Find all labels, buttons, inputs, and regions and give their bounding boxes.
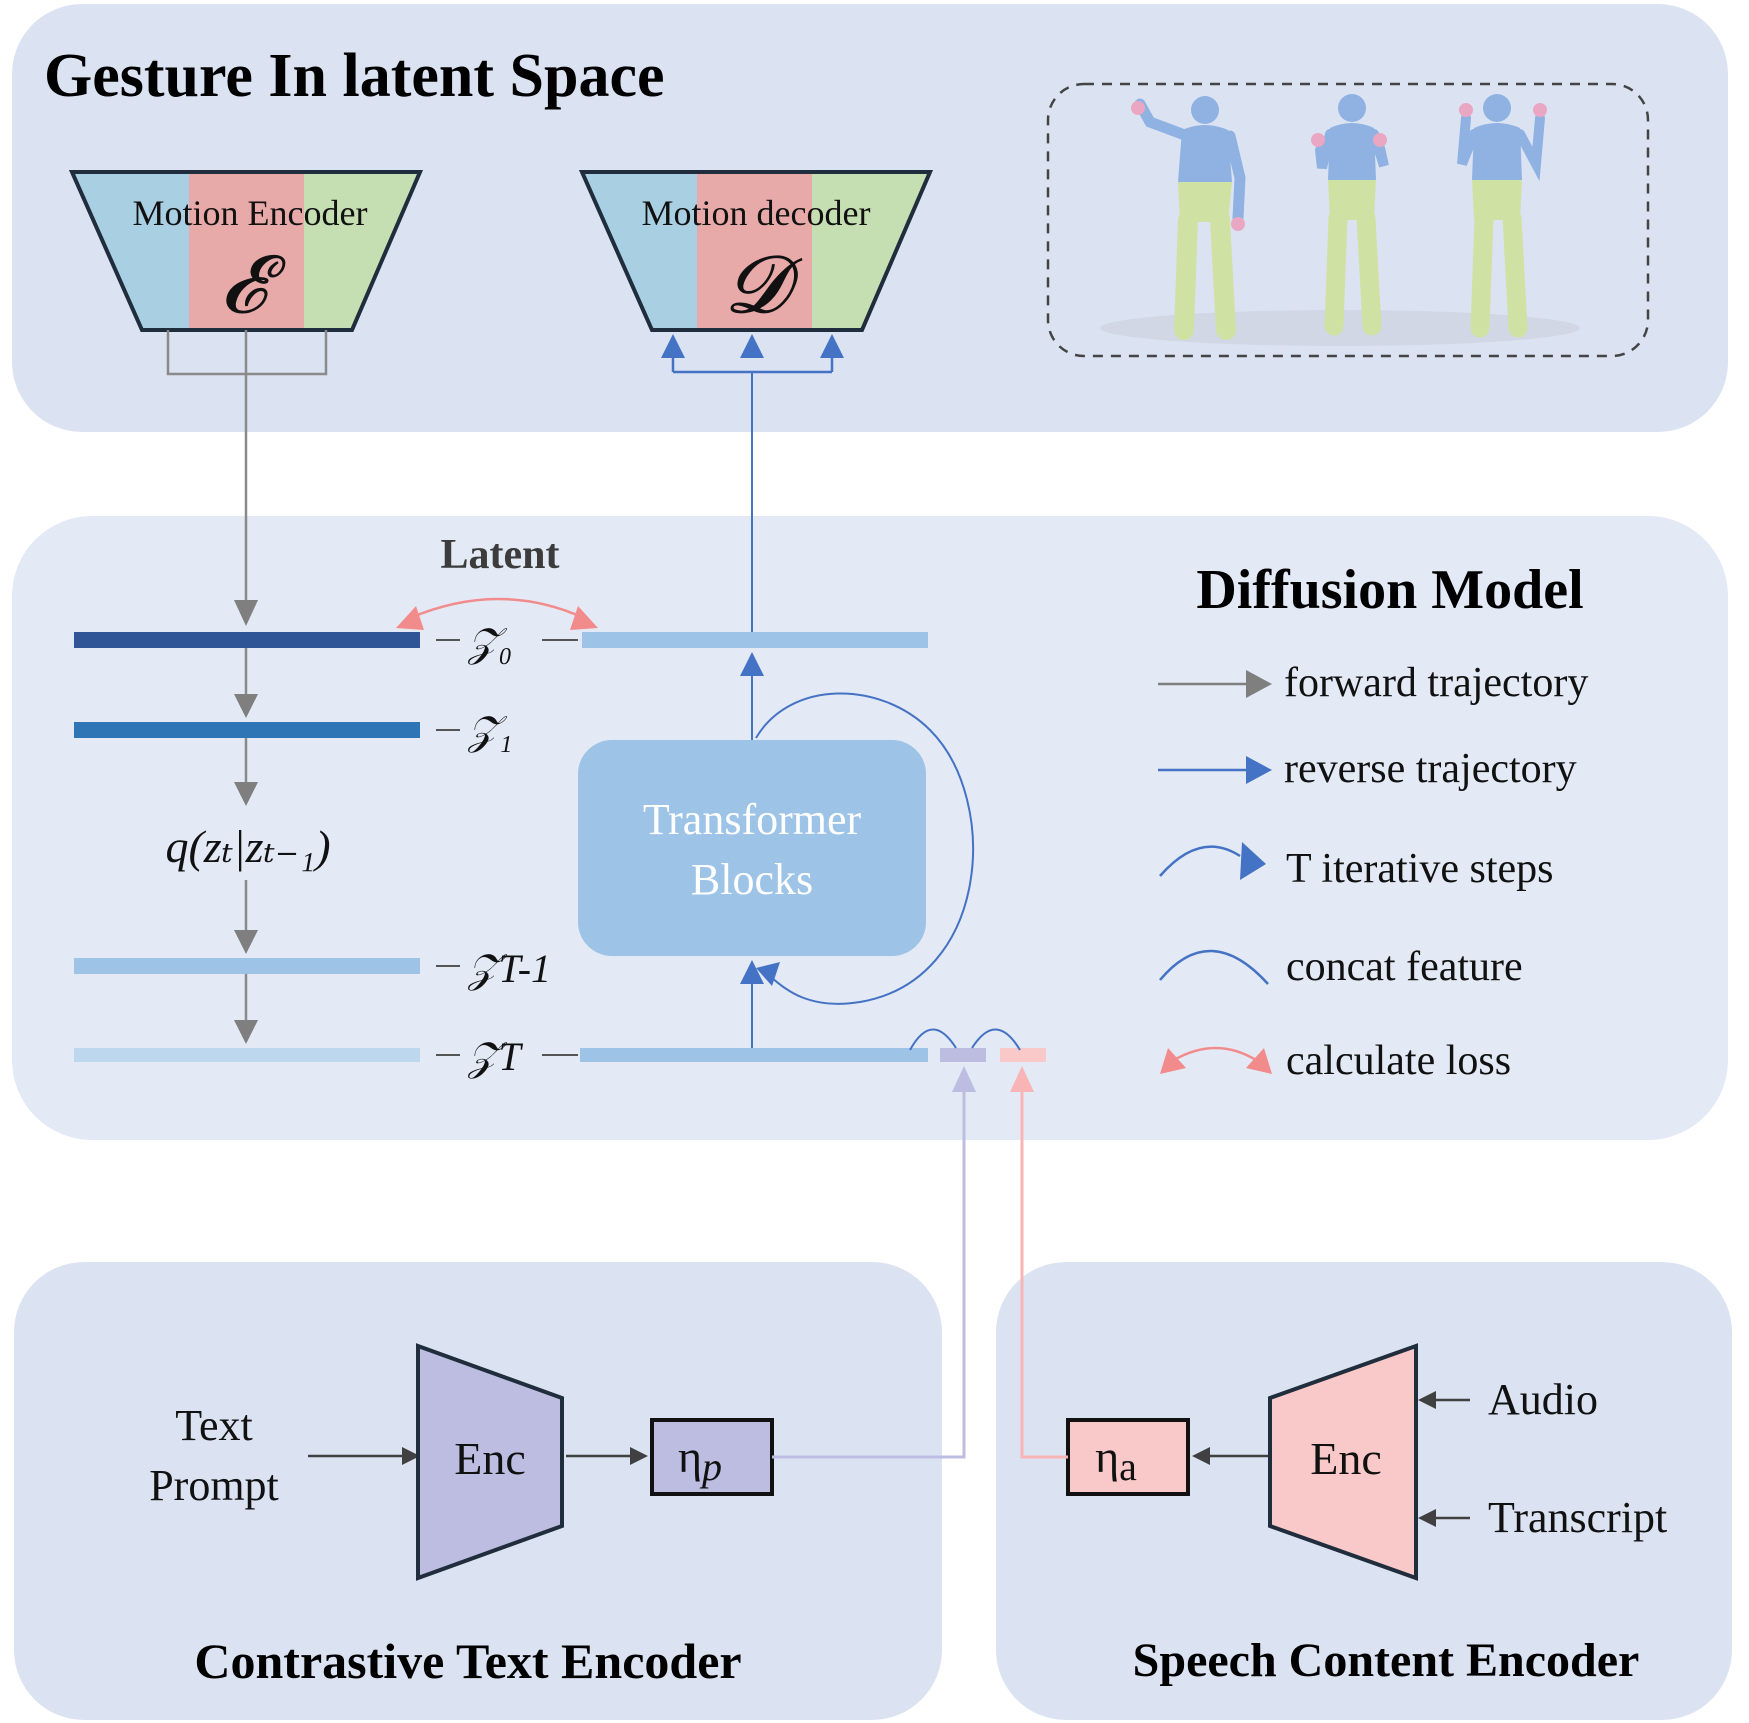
gesture-panel-title: Gesture In latent Space	[44, 42, 665, 110]
speech-encoder-panel-title: Speech Content Encoder	[1133, 1634, 1640, 1687]
transcript-input-label: Transcript	[1488, 1493, 1667, 1542]
reverse-arrow-to-z0	[740, 652, 764, 676]
legend-concat: concat feature	[1159, 944, 1523, 990]
speech-encoder: Enc	[1268, 1343, 1418, 1581]
legend-iterative: T iterative steps	[1159, 842, 1553, 892]
text-encoder-label: Enc	[454, 1433, 526, 1484]
text-feature-path	[772, 1090, 966, 1459]
svg-text:ηp: ηp	[678, 1431, 722, 1489]
eta-a-symbol: η	[1095, 1431, 1119, 1482]
gesture-preview	[1046, 82, 1650, 358]
human-figure-2	[1311, 94, 1389, 336]
legend-concat-label: concat feature	[1286, 944, 1523, 990]
legend-reverse: reverse trajectory	[1158, 746, 1577, 792]
latent-bar-z0-left	[74, 632, 420, 648]
audio-input-label: Audio	[1488, 1375, 1598, 1424]
reverse-arrow-into-transformer	[740, 960, 764, 984]
motion-encoder: Motion Encoder 𝓔	[68, 170, 424, 332]
speech-feature-path	[1020, 1090, 1068, 1459]
eta-p-box: ηp	[650, 1418, 774, 1496]
legend-loss-label: calculate loss	[1286, 1038, 1511, 1084]
latent-label: Latent	[441, 532, 560, 578]
speech-encoder-label: Enc	[1310, 1433, 1382, 1484]
z1-label: 𝒵₁	[467, 708, 512, 753]
concat-arc-2	[971, 1028, 1021, 1051]
latent-bar-z0-right	[582, 632, 928, 648]
iterative-loop-arrowhead	[756, 962, 780, 986]
motion-decoder-label: Motion decoder	[642, 193, 871, 233]
speech-feature-chip	[1000, 1048, 1046, 1062]
iterative-loop	[755, 692, 974, 1005]
text-feature-chip	[940, 1048, 986, 1062]
human-figure-3	[1457, 94, 1547, 338]
text-prompt-line2: Prompt	[149, 1461, 279, 1510]
forward-trajectory	[234, 648, 258, 1044]
legend: forward trajectory reverse trajectory T …	[1158, 660, 1588, 1084]
encoder-to-latent-arrowhead	[234, 600, 258, 626]
latent-bar-z1-left	[74, 722, 420, 738]
latent-bar-zT-right	[580, 1048, 928, 1062]
eta-p-subscript: p	[699, 1444, 722, 1489]
svg-text:ηa: ηa	[1095, 1431, 1137, 1489]
transformer-label-line2: Blocks	[691, 855, 813, 904]
zT-label: 𝒵T	[467, 1034, 523, 1079]
text-prompt-line1: Text	[175, 1401, 253, 1450]
diffusion-title: Diffusion Model	[1196, 559, 1583, 621]
calculate-loss-arrow	[396, 597, 598, 630]
eta-a-subscript: a	[1119, 1444, 1137, 1489]
eta-a-box: ηa	[1066, 1418, 1190, 1496]
latent-bar-zT-left	[74, 1048, 420, 1062]
zT1-label: 𝒵T-1	[467, 946, 551, 991]
text-encoder-panel-title: Contrastive Text Encoder	[194, 1633, 741, 1689]
legend-reverse-label: reverse trajectory	[1284, 746, 1577, 792]
legend-loss: calculate loss	[1160, 1038, 1511, 1084]
legend-forward: forward trajectory	[1158, 660, 1588, 706]
eta-p-symbol: η	[678, 1431, 702, 1482]
text-encoder: Enc	[416, 1343, 564, 1581]
motion-encoder-label: Motion Encoder	[133, 193, 368, 233]
latent-bar-zT1-left	[74, 958, 420, 974]
transformer-blocks	[578, 740, 926, 956]
decoder-input-bracket	[661, 334, 844, 374]
z0-label: 𝒵₀	[467, 620, 512, 665]
transformer-label-line1: Transformer	[643, 795, 862, 844]
legend-iterative-label: T iterative steps	[1286, 846, 1553, 892]
q-formula: q(zₜ|zₜ₋₁)	[165, 821, 330, 872]
concat-arc-1	[909, 1028, 957, 1051]
human-figure-1	[1131, 96, 1246, 340]
legend-forward-label: forward trajectory	[1284, 660, 1588, 706]
